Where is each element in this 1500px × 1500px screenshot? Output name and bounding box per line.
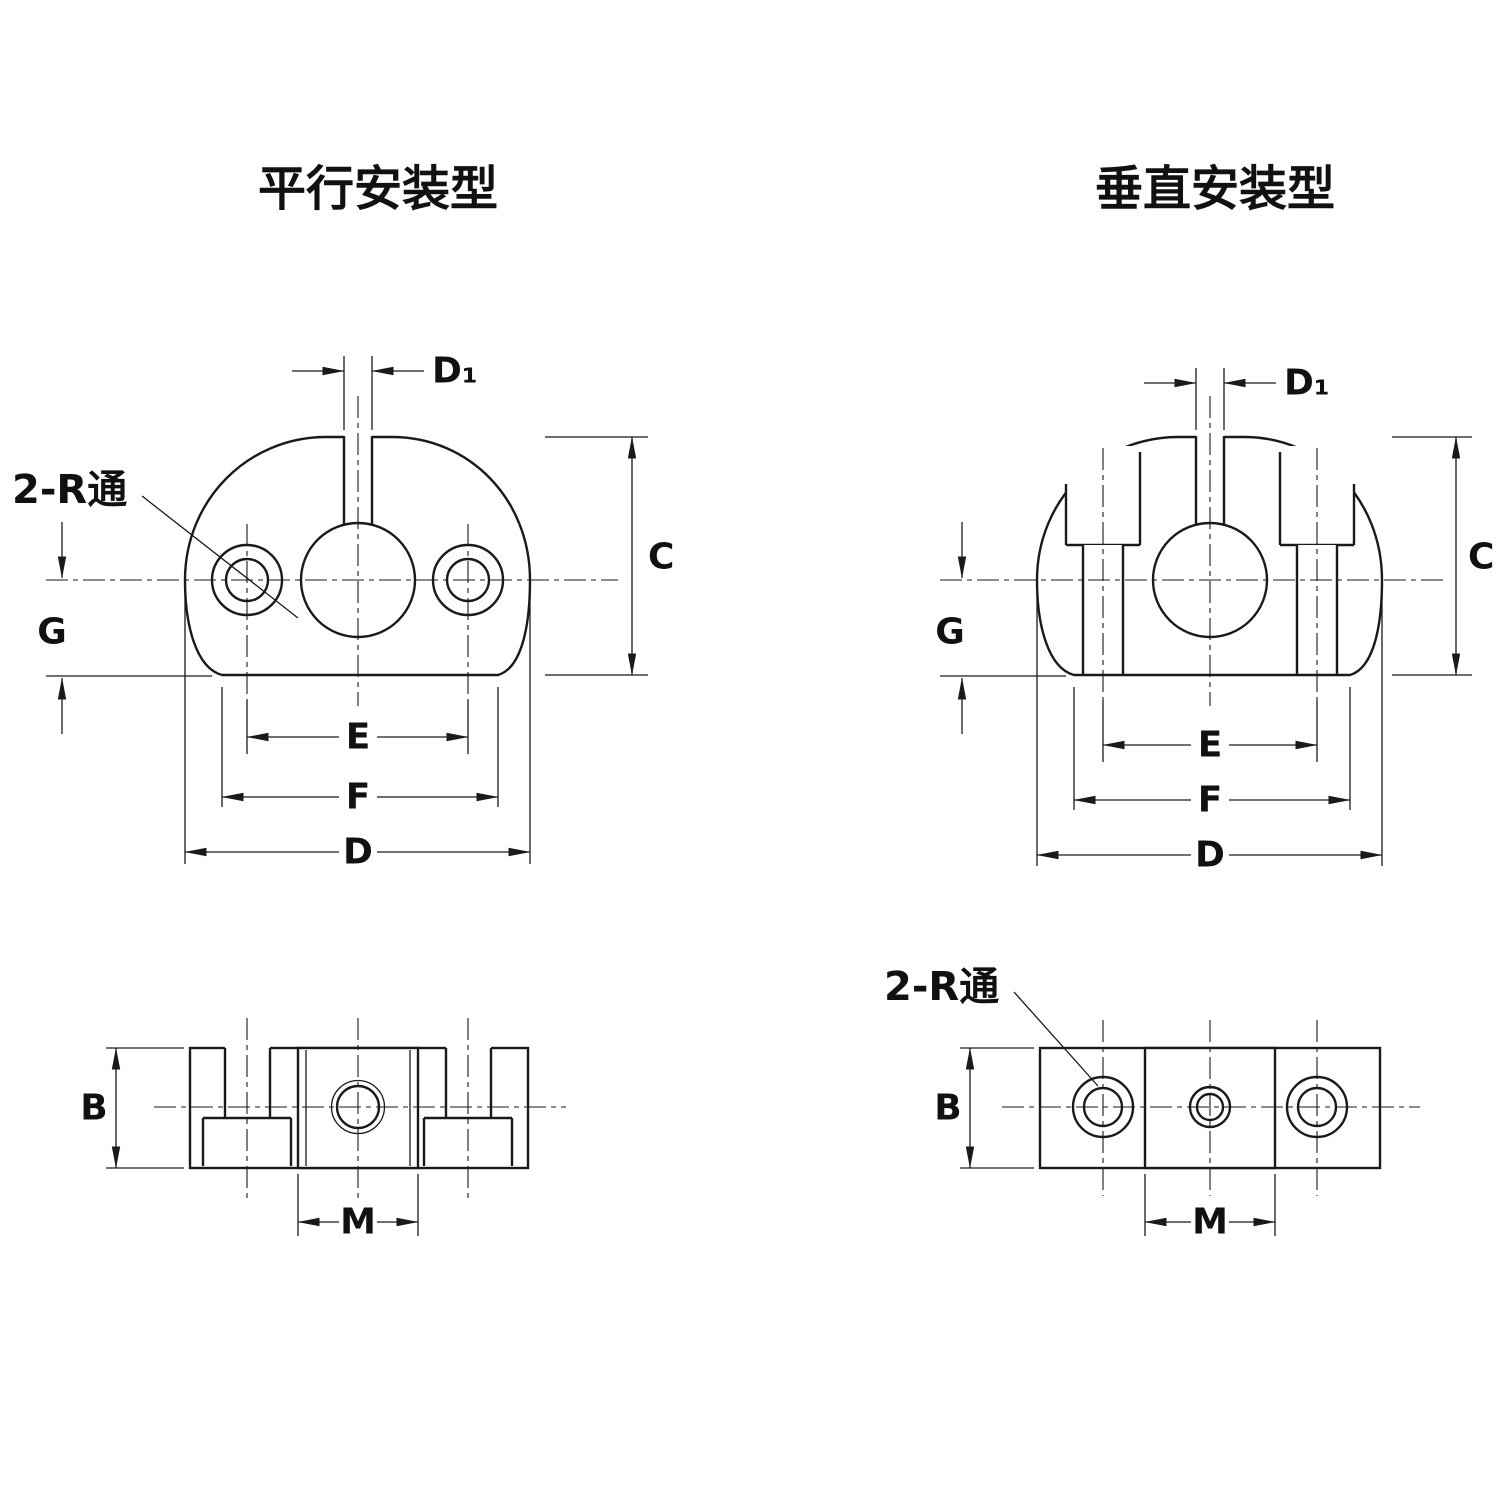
dim-label-c: C <box>648 537 674 578</box>
dim-label-m: M <box>340 1202 376 1243</box>
dim-label-f: F <box>346 777 371 818</box>
leader-line <box>1013 991 1099 1087</box>
annotation-2r-through: 2-R通 <box>12 467 127 513</box>
dim-label-f: F <box>1198 780 1223 821</box>
title-parallel-mount: 平行安装型 <box>258 161 498 217</box>
dims-bottom-vertical: B M <box>934 1047 1276 1243</box>
dim-label-d: D <box>1195 835 1225 876</box>
label-backing <box>339 1205 377 1239</box>
dim-label-d1: D₁ <box>1284 363 1330 404</box>
bottom-view-parallel <box>154 1018 566 1198</box>
dims-bottom-parallel: B M <box>80 1047 419 1243</box>
dims-front-parallel: D₁ C G E F D 2-R通 <box>12 351 674 873</box>
label-backing <box>339 720 377 754</box>
dim-label-c: C <box>1468 537 1494 578</box>
label-backing <box>339 835 377 869</box>
front-view-parallel <box>46 396 618 706</box>
label-backing <box>1191 728 1229 762</box>
annotation-2r-through: 2-R通 <box>884 964 999 1010</box>
dim-label-b: B <box>80 1088 107 1129</box>
front-view-vertical <box>940 396 1448 706</box>
dim-label-g: G <box>37 612 67 653</box>
label-backing <box>1191 1205 1229 1239</box>
label-backing <box>339 780 377 814</box>
bottom-view-vertical <box>1002 1020 1420 1196</box>
dim-label-m: M <box>1192 1202 1228 1243</box>
dim-label-e: E <box>346 717 371 758</box>
dim-label-b: B <box>934 1088 961 1129</box>
title-vertical-mount: 垂直安装型 <box>1095 161 1335 217</box>
dim-label-d: D <box>343 832 373 873</box>
leader-line <box>141 495 299 619</box>
dims-front-vertical: D₁ C G E F D 2-R通 <box>884 363 1494 1087</box>
dim-label-g: G <box>935 612 965 653</box>
label-backing <box>1191 838 1229 872</box>
label-backing <box>1191 783 1229 817</box>
dim-label-d1: D₁ <box>432 351 478 392</box>
dim-label-e: E <box>1198 725 1223 766</box>
